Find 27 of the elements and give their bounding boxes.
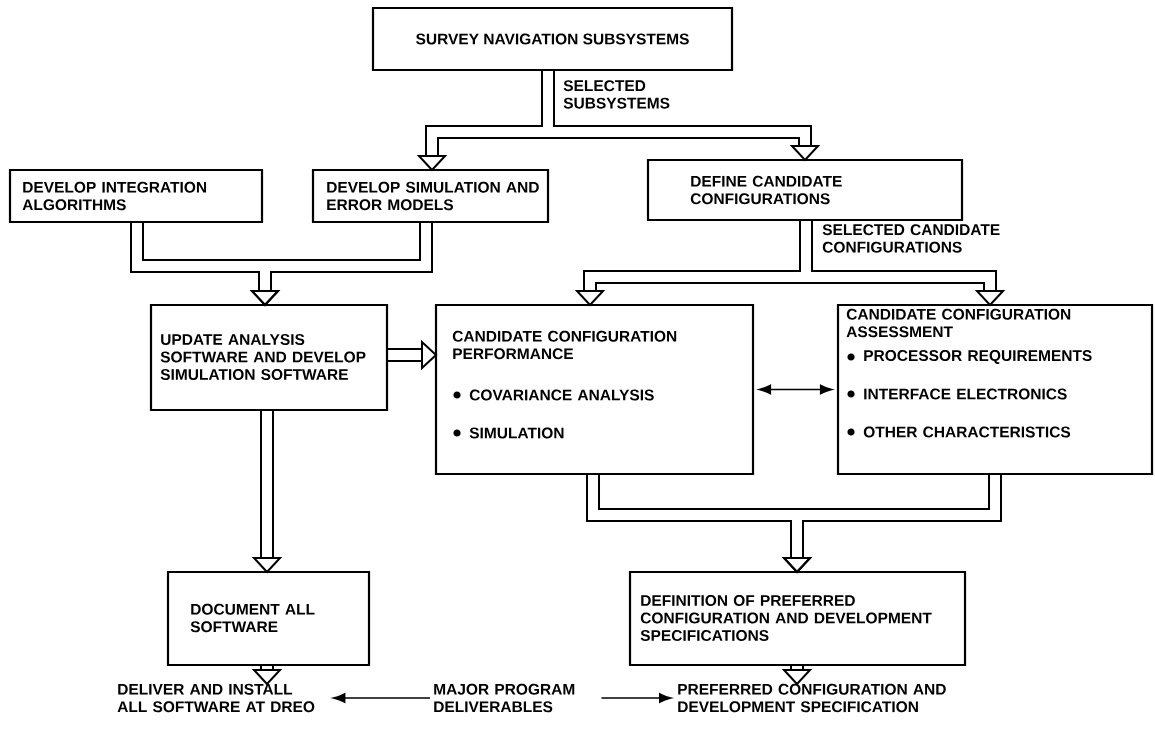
process-box: SURVEY NAVIGATION SUBSYSTEMS — [371, 6, 734, 72]
process-box: DEFINITION OF PREFERRED CONFIGURATION AND DEVELOPMENT SPECIFICATIONS — [628, 570, 967, 667]
arrow — [386, 341, 438, 369]
edge-label: SELECTED CANDIDATE CONFIGURATIONS — [822, 224, 1000, 253]
process-box: CANDIDATE CONFIGURATION PERFORMANCE COVARIANCE ANALYSIS SIMULATION — [434, 303, 755, 476]
process-box: DOCUMENT ALL SOFTWARE — [166, 570, 371, 667]
arrow — [418, 69, 549, 172]
process-box: UPDATE ANALYSIS SOFTWARE AND DEVELOP SIMULATION SOFTWARE — [149, 303, 389, 412]
deliverable-text: PREFERRED CONFIGURATION AND DEVELOPMENT SPECIFICATION — [678, 683, 946, 713]
process-box: CANDIDATE CONFIGURATION ASSESSMENT PROCESSOR REQUIREMENTS INTERFACE ELECTRONICS OTHER CHARACTERISTICS — [836, 303, 1154, 476]
process-box: DEVELOP INTEGRATION ALGORITHMS — [8, 168, 264, 224]
arrow — [251, 221, 433, 307]
arrow — [547, 69, 819, 162]
arrow — [332, 693, 431, 703]
arrow — [253, 664, 281, 686]
deliverable-text: DELIVER AND INSTALL ALL SOFTWARE AT DREO — [117, 683, 315, 713]
edge-label: SELECTED SUBSYSTEMS — [563, 80, 670, 109]
arrow — [758, 384, 833, 395]
arrow — [576, 219, 807, 307]
arrow — [783, 473, 1002, 574]
arrow — [805, 219, 1004, 307]
process-box: DEVELOP SIMULATION AND ERROR MODELS — [311, 168, 550, 224]
deliverable-text: MAJOR PROGRAM DELIVERABLES — [434, 683, 575, 713]
arrow — [253, 409, 281, 574]
process-box: DEFINE CANDIDATE CONFIGURATIONS — [646, 158, 964, 222]
arrow — [600, 693, 672, 703]
arrow — [783, 664, 811, 686]
